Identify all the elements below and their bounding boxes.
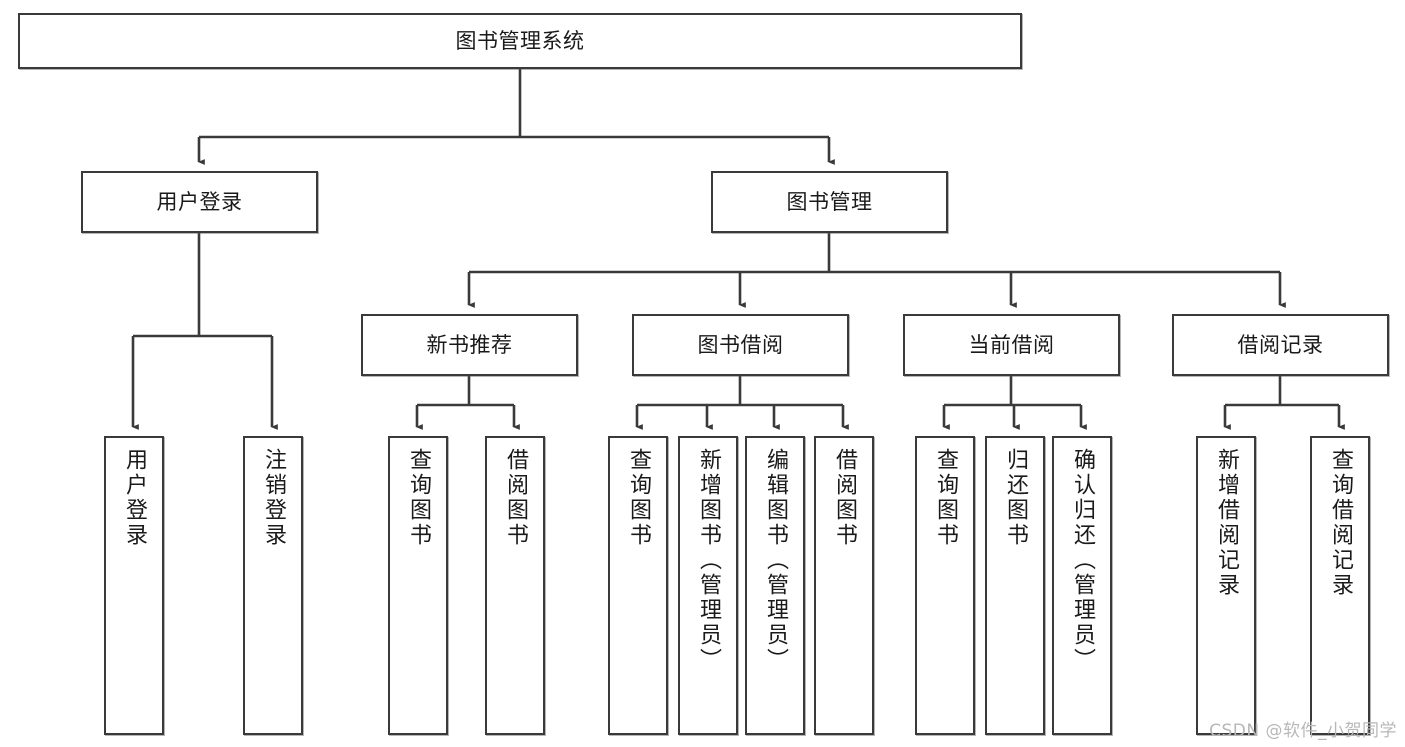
node-leaf-query-book-3-label: 查询图书 <box>933 448 958 548</box>
node-book-management-label: 图书管理 <box>786 189 873 214</box>
node-new-book-recommend[interactable]: 新书推荐 <box>361 314 578 376</box>
node-leaf-query-record[interactable]: 查询借阅记录 <box>1310 436 1370 735</box>
node-leaf-confirm-return-label: 确认归还（管理员） <box>1070 448 1095 673</box>
node-leaf-borrow-book-1[interactable]: 借阅图书 <box>485 436 545 735</box>
node-current-borrow[interactable]: 当前借阅 <box>903 314 1120 376</box>
node-book-borrow-label: 图书借阅 <box>697 332 784 357</box>
node-book-borrow[interactable]: 图书借阅 <box>632 314 849 376</box>
node-leaf-add-book-label: 新增图书（管理员） <box>696 448 721 673</box>
node-leaf-confirm-return[interactable]: 确认归还（管理员） <box>1052 436 1112 735</box>
node-leaf-logout-label: 注销登录 <box>261 448 286 548</box>
csdn-watermark: CSDN @软件_小贺同学 <box>1209 721 1397 741</box>
node-user-login-label: 用户登录 <box>156 189 243 214</box>
node-leaf-add-record-label: 新增借阅记录 <box>1214 448 1239 598</box>
node-leaf-edit-book-label: 编辑图书（管理员） <box>763 448 788 673</box>
node-root-label: 图书管理系统 <box>455 28 585 53</box>
node-leaf-borrow-book-2-label: 借阅图书 <box>832 448 857 548</box>
node-root[interactable]: 图书管理系统 <box>18 13 1022 69</box>
node-leaf-add-record[interactable]: 新增借阅记录 <box>1196 436 1256 735</box>
node-leaf-query-book-3[interactable]: 查询图书 <box>915 436 975 735</box>
node-leaf-query-record-label: 查询借阅记录 <box>1328 448 1353 598</box>
node-leaf-return-book-label: 归还图书 <box>1003 448 1028 548</box>
node-leaf-query-book-1-label: 查询图书 <box>406 448 431 548</box>
node-leaf-user-login[interactable]: 用户登录 <box>104 436 164 735</box>
node-leaf-logout[interactable]: 注销登录 <box>243 436 303 735</box>
node-borrow-record-label: 借阅记录 <box>1237 332 1324 357</box>
node-leaf-edit-book[interactable]: 编辑图书（管理员） <box>745 436 805 735</box>
node-leaf-add-book[interactable]: 新增图书（管理员） <box>678 436 738 735</box>
node-current-borrow-label: 当前借阅 <box>968 332 1055 357</box>
node-leaf-borrow-book-2[interactable]: 借阅图书 <box>814 436 874 735</box>
node-borrow-record[interactable]: 借阅记录 <box>1172 314 1389 376</box>
node-book-management[interactable]: 图书管理 <box>711 171 948 233</box>
node-user-login[interactable]: 用户登录 <box>81 171 318 233</box>
node-leaf-user-login-label: 用户登录 <box>122 448 147 548</box>
node-leaf-borrow-book-1-label: 借阅图书 <box>503 448 528 548</box>
node-leaf-return-book[interactable]: 归还图书 <box>985 436 1045 735</box>
node-leaf-query-book-1[interactable]: 查询图书 <box>388 436 448 735</box>
node-new-book-recommend-label: 新书推荐 <box>426 332 513 357</box>
node-leaf-query-book-2[interactable]: 查询图书 <box>608 436 668 735</box>
node-leaf-query-book-2-label: 查询图书 <box>626 448 651 548</box>
